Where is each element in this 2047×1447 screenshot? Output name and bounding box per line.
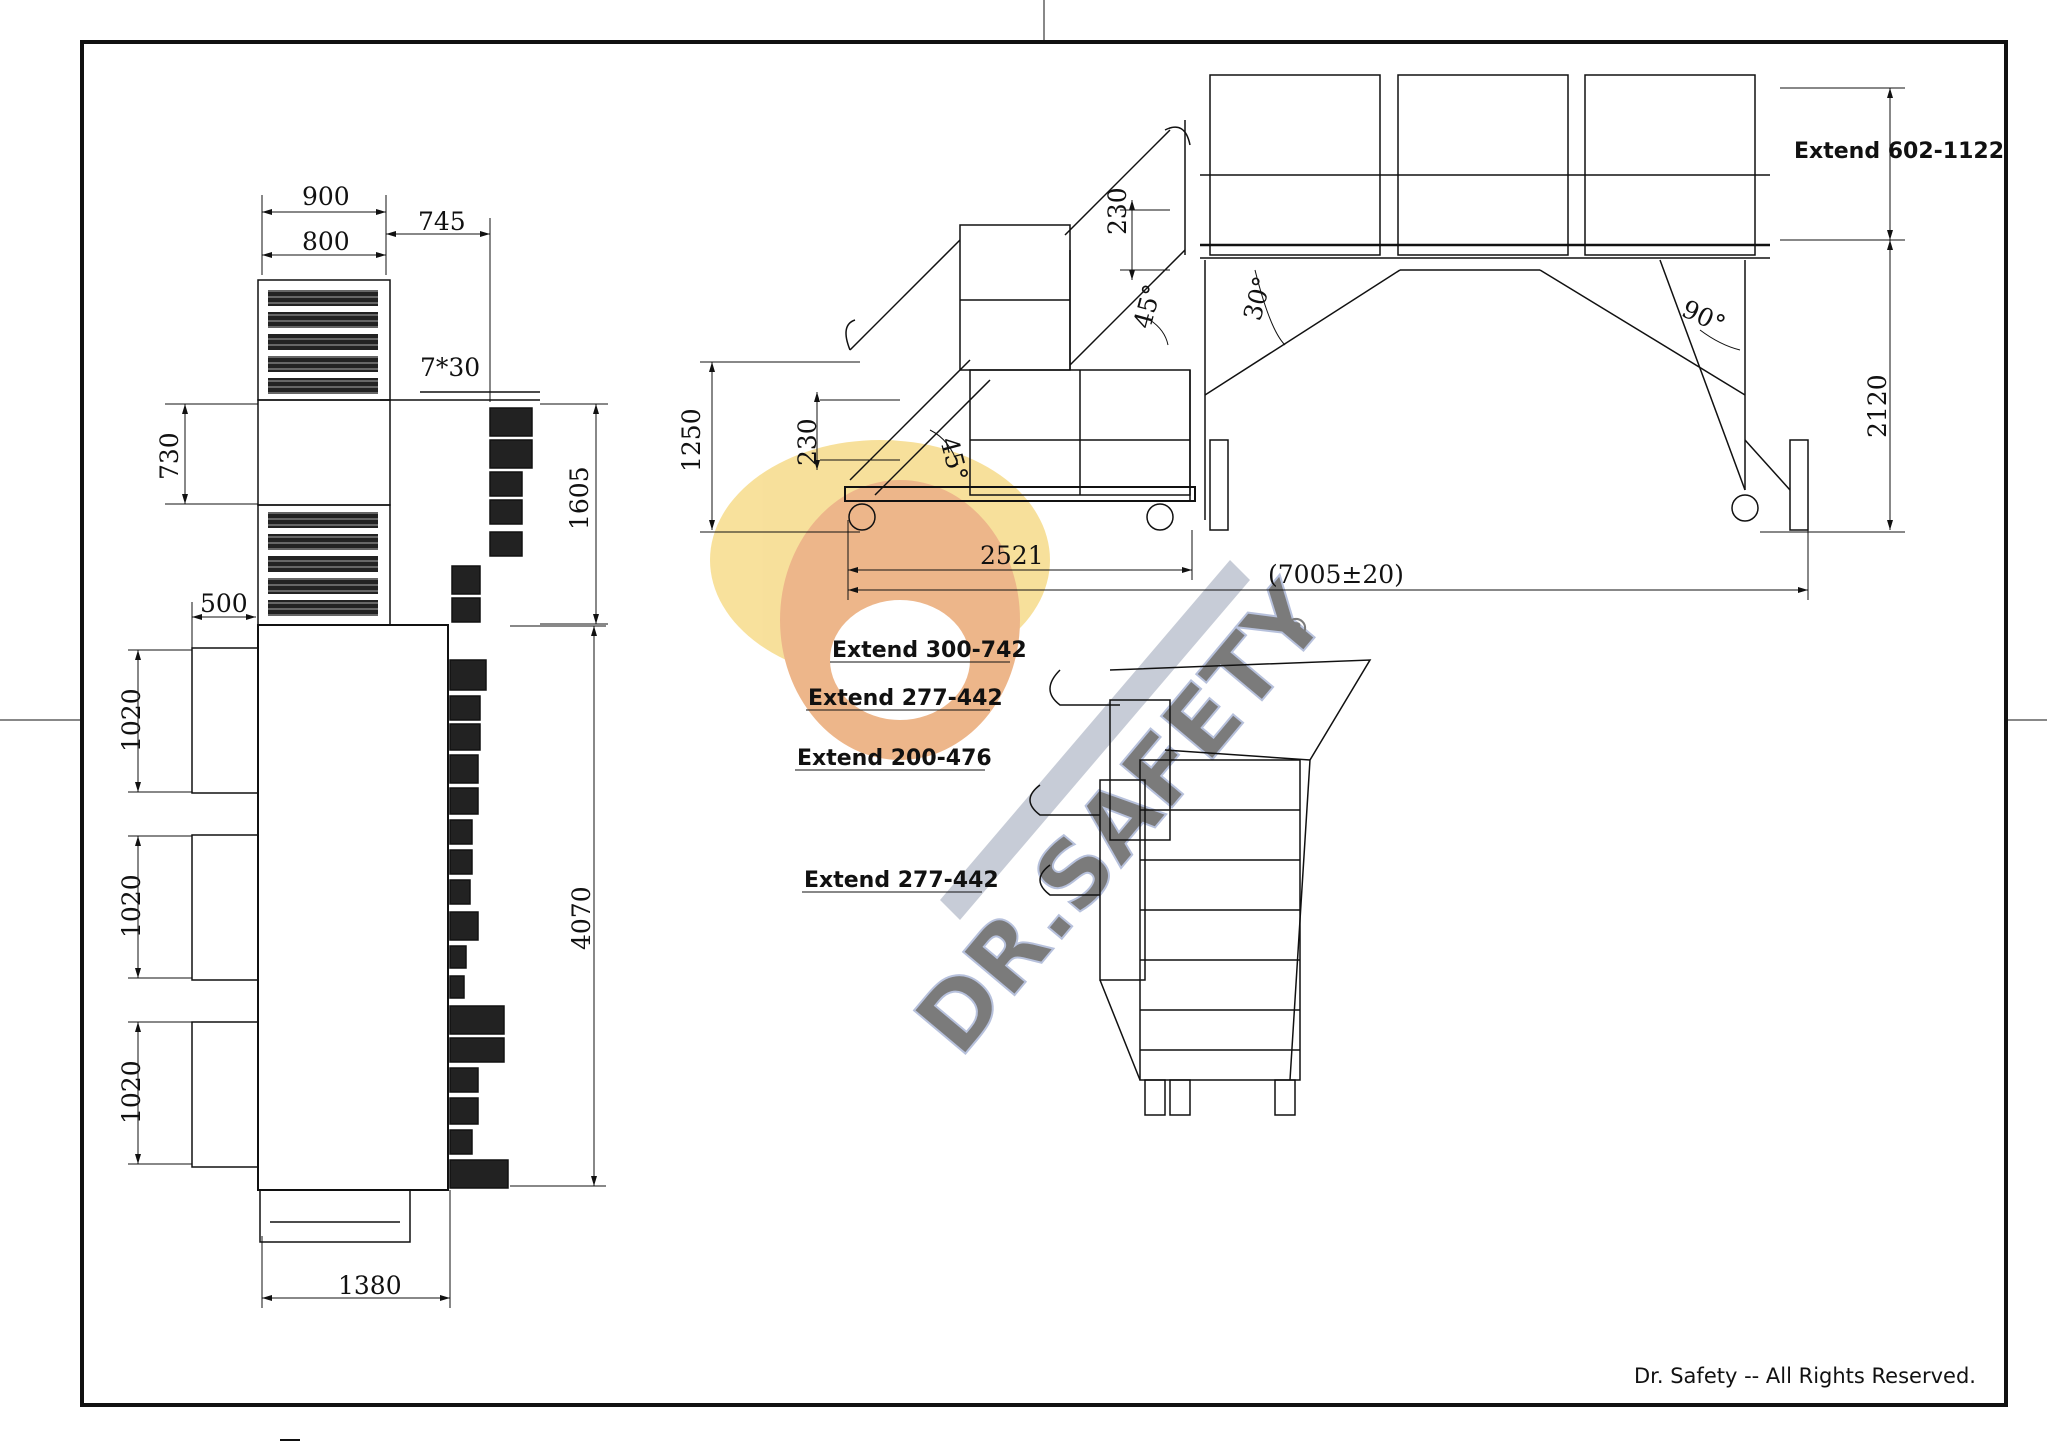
dim-900: 900 — [302, 182, 350, 211]
iso-extend-2: Extend 277-442 — [808, 686, 1003, 711]
iso-extend-labels: Extend 300-742 Extend 277-442 Extend 200… — [797, 638, 1027, 893]
plan-view — [191, 279, 540, 1243]
dim-1605: 1605 — [565, 466, 594, 530]
iso-extend-3: Extend 200-476 — [797, 746, 992, 771]
iso-leaders — [795, 661, 1010, 893]
dim-1020-c: 1020 — [117, 1060, 146, 1124]
dim-tube-7x30: 7*30 — [420, 353, 480, 382]
side-dimensions — [700, 87, 1905, 600]
dim-side-30: 30° — [1238, 273, 1277, 323]
copyright-text: Dr. Safety -- All Rights Reserved. — [1634, 1364, 1976, 1388]
dim-side-7005: (7005±20) — [1268, 560, 1404, 589]
side-extend-label: Extend 602-1122 — [1794, 139, 2004, 164]
dim-side-90: 90° — [1677, 294, 1729, 339]
watermark-registered-mark: ® — [1282, 612, 1310, 645]
dim-side-230-a: 230 — [1103, 187, 1132, 235]
dim-1380: 1380 — [338, 1271, 402, 1300]
dim-730: 730 — [155, 432, 184, 480]
dim-1020-a: 1020 — [117, 688, 146, 752]
dim-side-230-b: 230 — [793, 418, 822, 466]
dim-side-45-a: 45° — [1128, 281, 1167, 331]
iso-extend-1: Extend 300-742 — [832, 638, 1027, 663]
dim-side-1250: 1250 — [677, 408, 706, 472]
iso-extend-4: Extend 277-442 — [804, 868, 999, 893]
iso-view — [1029, 659, 1372, 1116]
dim-745: 745 — [418, 207, 466, 236]
dim-side-2120: 2120 — [1863, 374, 1892, 438]
dim-800: 800 — [302, 227, 350, 256]
dim-side-2521: 2521 — [980, 541, 1044, 570]
side-view — [844, 74, 1809, 531]
dim-500: 500 — [200, 589, 248, 618]
plan-dimension-labels: 900 800 745 7*30 730 1605 500 1020 1020 … — [117, 182, 596, 1300]
plan-dimensions — [128, 195, 608, 1308]
dim-1020-b: 1020 — [117, 874, 146, 938]
dim-4070: 4070 — [567, 886, 596, 950]
